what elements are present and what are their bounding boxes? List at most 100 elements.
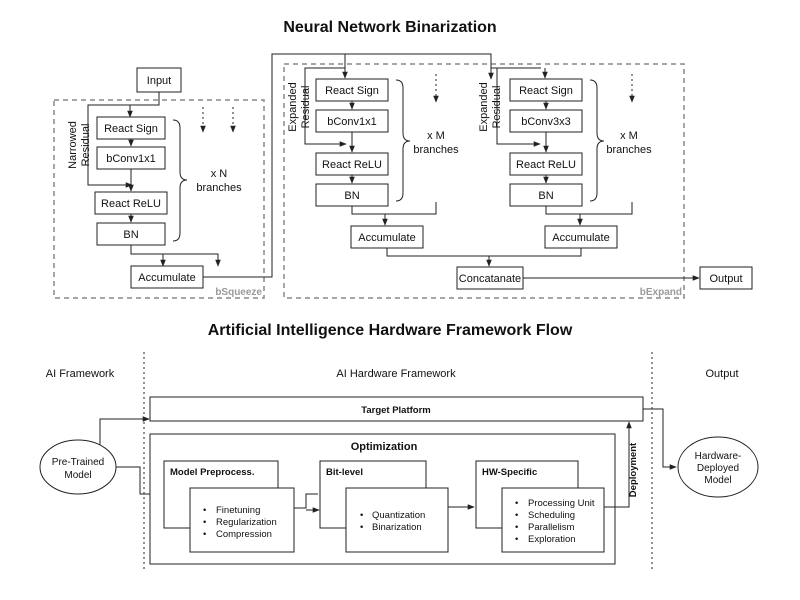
- hw-specific-item-2: Scheduling: [528, 510, 575, 521]
- accumulate-merge: [386, 248, 582, 257]
- squeeze-bn-to-acc: [130, 245, 221, 267]
- expand-left-branches-count: x M: [427, 130, 445, 142]
- model-preprocess-stage[interactable]: Model Preprocess. • Finetuning • Regular…: [163, 460, 295, 553]
- expand-left-brace: [395, 79, 411, 202]
- bit-level-stage[interactable]: Bit-level • Quantization • Binarization: [319, 460, 449, 553]
- expand-left-branches-label: branches: [413, 144, 459, 156]
- squeeze-branches-count: x N: [211, 168, 228, 180]
- output-node[interactable]: Output: [699, 266, 753, 290]
- target-platform-box[interactable]: Target Platform: [149, 396, 644, 422]
- svg-text:Input: Input: [147, 75, 171, 87]
- expand-right-branches-count: x M: [620, 130, 638, 142]
- svg-text:BN: BN: [344, 190, 359, 202]
- optimization-label: Optimization: [351, 441, 418, 453]
- expand-right-branches-label: branches: [606, 144, 652, 156]
- target-to-deployed-arrow: [643, 408, 677, 470]
- expand-left-react-sign[interactable]: React Sign: [315, 78, 389, 102]
- svg-text:Target Platform: Target Platform: [361, 405, 431, 416]
- concatenate-node[interactable]: Concatanate: [456, 266, 524, 290]
- hardware-deployed-model-node[interactable]: Hardware- Deployed Model: [677, 436, 759, 498]
- squeeze-branches-label: branches: [196, 182, 242, 194]
- hw-specific-bullet-3: •: [515, 522, 518, 533]
- expand-left-conv[interactable]: bConv1x1: [315, 109, 389, 133]
- column-ai-framework: AI Framework: [46, 368, 115, 380]
- svg-text:React Sign: React Sign: [519, 85, 573, 97]
- svg-text:bConv3x3: bConv3x3: [521, 116, 571, 128]
- input-node[interactable]: Input: [136, 67, 182, 93]
- svg-text:bConv1x1: bConv1x1: [327, 116, 377, 128]
- bit-level-bullet-1: •: [360, 510, 363, 521]
- deployment-label: Deployment: [628, 442, 639, 497]
- bsqueeze-container: [53, 99, 265, 299]
- svg-text:Model Preprocess.: Model Preprocess.: [170, 467, 254, 478]
- expand-left-react-relu[interactable]: React ReLU: [315, 152, 389, 176]
- expand-right-merge: [545, 202, 633, 215]
- expand-left-side-label-2: Residual: [300, 86, 312, 129]
- svg-text:React Sign: React Sign: [325, 85, 379, 97]
- bit-level-item-2: Binarization: [372, 522, 422, 533]
- svg-text:Model: Model: [704, 475, 731, 486]
- model-preprocess-bullet-1: •: [203, 505, 206, 516]
- squeeze-react-relu[interactable]: React ReLU: [94, 191, 168, 215]
- hw-specific-bullet-4: •: [515, 534, 518, 545]
- expand-right-react-relu[interactable]: React ReLU: [509, 152, 583, 176]
- bit-level-item-1: Quantization: [372, 510, 425, 521]
- svg-text:React Sign: React Sign: [104, 123, 158, 135]
- bottom-title: Artificial Intelligence Hardware Framewo…: [208, 322, 573, 339]
- bexpand-tag: bExpand: [640, 287, 682, 298]
- squeeze-accumulate[interactable]: Accumulate: [130, 265, 204, 289]
- top-title: Neural Network Binarization: [283, 19, 496, 36]
- to-expand-left-arrow: [325, 53, 348, 79]
- squeeze-conv[interactable]: bConv1x1: [96, 146, 166, 170]
- expand-left-merge: [351, 202, 437, 215]
- svg-text:Accumulate: Accumulate: [138, 272, 195, 284]
- squeeze-react-sign[interactable]: React Sign: [96, 116, 166, 140]
- hw-specific-item-1: Processing Unit: [528, 498, 595, 509]
- svg-text:Pre-Trained: Pre-Trained: [52, 457, 104, 468]
- svg-text:React ReLU: React ReLU: [516, 159, 576, 171]
- pretrained-model-node[interactable]: Pre-Trained Model: [39, 439, 117, 495]
- bexpand-container: [283, 63, 685, 299]
- svg-text:bConv1x1: bConv1x1: [106, 153, 156, 165]
- svg-text:Model: Model: [64, 470, 91, 481]
- expand-left-side-label-1: Expanded: [287, 82, 299, 132]
- narrowed-residual-arrow: [87, 104, 159, 188]
- model-preprocess-bullet-3: •: [203, 529, 206, 540]
- hw-specific-bullet-2: •: [515, 510, 518, 521]
- column-ai-hardware-framework: AI Hardware Framework: [336, 368, 456, 380]
- expand-right-bn[interactable]: BN: [509, 183, 583, 207]
- model-preprocess-item-3: Compression: [216, 529, 272, 540]
- svg-text:React ReLU: React ReLU: [101, 198, 161, 210]
- expand-left-residual-arrow: [304, 67, 347, 147]
- expand-left-accumulate[interactable]: Accumulate: [350, 225, 424, 249]
- svg-text:BN: BN: [123, 229, 138, 241]
- column-output: Output: [705, 368, 738, 380]
- expand-left-bn[interactable]: BN: [315, 183, 389, 207]
- hw-specific-bullet-1: •: [515, 498, 518, 509]
- bsqueeze-tag: bSqueeze: [215, 287, 262, 298]
- svg-text:Deployed: Deployed: [697, 463, 739, 474]
- svg-text:Accumulate: Accumulate: [358, 232, 415, 244]
- deployment-arrow: [604, 421, 632, 508]
- squeeze-bn[interactable]: BN: [96, 222, 166, 246]
- svg-text:React ReLU: React ReLU: [322, 159, 382, 171]
- expand-right-conv[interactable]: bConv3x3: [509, 109, 583, 133]
- hw-specific-item-3: Parallelism: [528, 522, 575, 533]
- expand-right-accumulate[interactable]: Accumulate: [544, 225, 618, 249]
- expand-right-react-sign[interactable]: React Sign: [509, 78, 583, 102]
- pretrained-to-target-arrow: [99, 416, 150, 445]
- expand-right-brace: [589, 79, 605, 202]
- hw-specific-stage[interactable]: HW-Specific • Processing Unit • Scheduli…: [475, 460, 605, 553]
- model-preprocess-item-2: Regularization: [216, 517, 277, 528]
- model-preprocess-item-1: Finetuning: [216, 505, 260, 516]
- hw-specific-item-4: Exploration: [528, 534, 576, 545]
- squeeze-side-label-2: Residual: [80, 124, 92, 167]
- svg-text:Bit-level: Bit-level: [326, 467, 363, 478]
- svg-text:Concatanate: Concatanate: [459, 273, 521, 285]
- preprocess-to-bitlevel-line: [294, 493, 318, 509]
- svg-text:Accumulate: Accumulate: [552, 232, 609, 244]
- svg-text:Hardware-: Hardware-: [695, 451, 742, 462]
- squeeze-side-label-1: Narrowed: [67, 121, 79, 169]
- model-preprocess-bullet-2: •: [203, 517, 206, 528]
